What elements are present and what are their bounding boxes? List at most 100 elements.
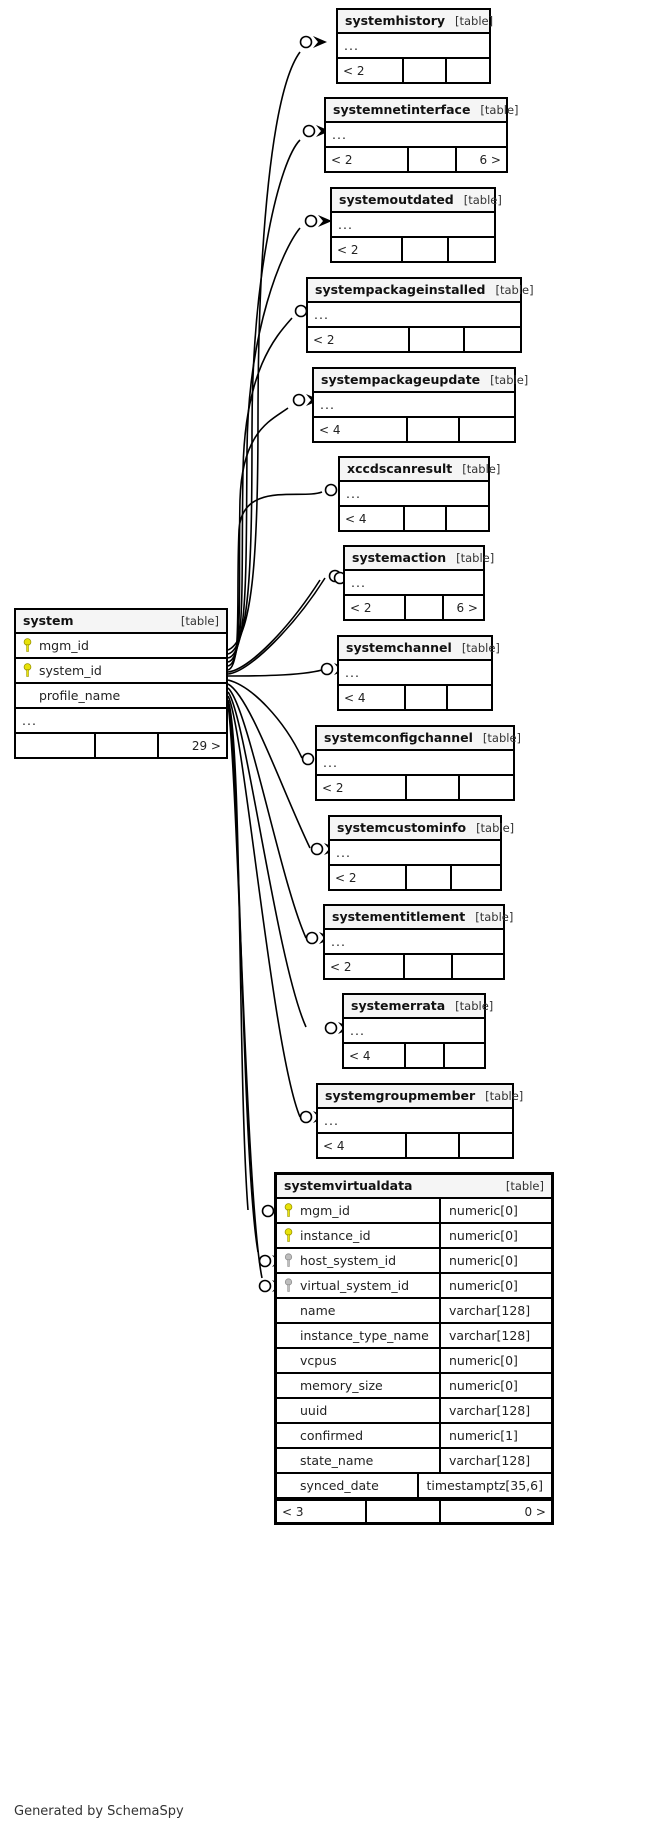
- column-type: numeric[0]: [439, 1249, 551, 1272]
- column-row[interactable]: vcpus numeric[0]: [277, 1349, 551, 1374]
- footer-parents-count: < 4: [318, 1134, 408, 1157]
- column-name: confirmed: [300, 1428, 364, 1443]
- crowsfoot-circle: [320, 662, 334, 676]
- table-systemconfigchannel[interactable]: systemconfigchannel [table] ... < 2: [315, 725, 521, 801]
- table-systemaction[interactable]: systemaction [table] ... < 2 6 >: [343, 545, 494, 621]
- column-name: profile_name: [39, 688, 121, 703]
- table-systemhistory[interactable]: systemhistory [table] ... < 2: [336, 8, 493, 84]
- table-header: systemchannel [table]: [339, 637, 500, 661]
- column-row[interactable]: synced_date timestamptz[35,6]: [277, 1474, 551, 1499]
- column-type: varchar[128]: [439, 1399, 551, 1422]
- table-systemoutdated[interactable]: systemoutdated [table] ... < 2: [330, 187, 502, 263]
- table-systemgroupmember[interactable]: systemgroupmember [table] ... < 4: [316, 1083, 523, 1159]
- column-type: numeric[0]: [439, 1349, 551, 1372]
- table-systemerrata[interactable]: systemerrata [table] ... < 4: [342, 993, 493, 1069]
- table-name: systementitlement: [332, 909, 466, 924]
- column-type: numeric[0]: [439, 1199, 551, 1222]
- table-tag: [table]: [482, 730, 522, 745]
- column-name: name: [300, 1303, 336, 1318]
- table-systemvirtualdata-header: systemvirtualdata [table]: [277, 1175, 551, 1199]
- table-systemchannel[interactable]: systemchannel [table] ... < 4: [337, 635, 500, 711]
- table-name: systempackageupdate: [321, 372, 481, 387]
- crowsfoot-circle: [299, 35, 313, 49]
- column-name: uuid: [300, 1403, 328, 1418]
- table-systemvirtualdata[interactable]: systemvirtualdata [table] mgm_id numeric…: [274, 1172, 554, 1525]
- column-row[interactable]: memory_size numeric[0]: [277, 1374, 551, 1399]
- edge-systemcustominfo: [227, 683, 311, 849]
- column-type: numeric[0]: [439, 1224, 551, 1247]
- primary-key-icon: [284, 1203, 293, 1217]
- table-xccdscanresult[interactable]: xccdscanresult [table] ... < 4: [338, 456, 500, 532]
- table-header: systemoutdated [table]: [332, 189, 502, 213]
- column-row[interactable]: virtual_system_id numeric[0]: [277, 1274, 551, 1299]
- table-footer: < 2: [338, 59, 489, 82]
- more-columns-indicator: ...: [317, 751, 513, 776]
- generated-by-label: Generated by SchemaSpy: [14, 1804, 184, 1819]
- footer-middle: [407, 866, 453, 889]
- table-system[interactable]: system [table] mgm_id system_id: [14, 608, 228, 759]
- column-row[interactable]: instance_type_name varchar[128]: [277, 1324, 551, 1349]
- footer-children-count: [448, 686, 491, 709]
- more-columns-indicator: ...: [339, 661, 491, 686]
- edge-systementitlement: [227, 687, 307, 939]
- table-header: systemhistory [table]: [338, 10, 493, 34]
- footer-parents-count: < 4: [344, 1044, 406, 1067]
- footer-parents-count: < 2: [308, 328, 410, 351]
- edge-systemvirtualdata-a: [227, 699, 249, 1211]
- footer-middle: [405, 955, 454, 978]
- footer-children-count: [460, 776, 513, 799]
- crowsfoot-circle: [328, 569, 342, 583]
- table-systempackageinstalled[interactable]: systempackageinstalled [table] ... < 2: [306, 277, 534, 353]
- footer-middle: [408, 418, 460, 441]
- table-name: systemaction: [352, 550, 447, 565]
- table-name: systempackageinstalled: [315, 282, 486, 297]
- footer-children-count: [453, 955, 503, 978]
- column-row[interactable]: system_id: [16, 659, 226, 684]
- table-tag: [table]: [463, 192, 502, 207]
- column-name: mgm_id: [39, 638, 89, 653]
- table-header: systemnetinterface [table]: [326, 99, 519, 123]
- column-row[interactable]: mgm_id numeric[0]: [277, 1199, 551, 1224]
- table-systemvirtualdata-footer: < 3 0 >: [277, 1499, 551, 1522]
- table-header: systemaction [table]: [345, 547, 494, 571]
- foreign-key-icon: [284, 1253, 293, 1267]
- edge-systemgroupmember: [227, 695, 301, 1118]
- crowsfoot-circle: [324, 483, 338, 497]
- table-systemcustominfo[interactable]: systemcustominfo [table] ... < 2: [328, 815, 514, 891]
- column-row[interactable]: instance_id numeric[0]: [277, 1224, 551, 1249]
- footer-middle: [406, 596, 445, 619]
- column-row[interactable]: uuid varchar[128]: [277, 1399, 551, 1424]
- table-tag: [table]: [495, 282, 534, 297]
- table-footer: < 4: [314, 418, 514, 441]
- column-type: varchar[128]: [439, 1324, 551, 1347]
- footer-parents-count: < 4: [314, 418, 408, 441]
- column-row[interactable]: mgm_id: [16, 634, 226, 659]
- table-tag: [table]: [505, 1178, 544, 1193]
- table-name: systemoutdated: [339, 192, 454, 207]
- table-tag: [table]: [476, 820, 515, 835]
- table-footer: < 4: [339, 686, 491, 709]
- edge-systempackageupdate: [227, 407, 289, 667]
- footer-children-count: [460, 1134, 512, 1157]
- footer-children-count: [447, 507, 488, 530]
- table-tag: [table]: [475, 909, 514, 924]
- table-systementitlement[interactable]: systementitlement [table] ... < 2: [323, 904, 513, 980]
- edge-systemnetinterface: [227, 139, 301, 655]
- more-columns-indicator: ...: [338, 34, 489, 59]
- column-row[interactable]: state_name varchar[128]: [277, 1449, 551, 1474]
- primary-key-icon: [284, 1228, 293, 1242]
- table-name: systemconfigchannel: [324, 730, 473, 745]
- table-systempackageupdate[interactable]: systempackageupdate [table] ... < 4: [312, 367, 528, 443]
- table-footer: < 2: [325, 955, 503, 978]
- footer-children-count: [445, 1044, 484, 1067]
- column-row[interactable]: host_system_id numeric[0]: [277, 1249, 551, 1274]
- crowsfoot-circle: [310, 842, 324, 856]
- foreign-key-icon: [284, 1278, 293, 1292]
- column-row[interactable]: confirmed numeric[1]: [277, 1424, 551, 1449]
- table-footer: < 4: [340, 507, 488, 530]
- column-row[interactable]: profile_name: [16, 684, 226, 709]
- edge-systemhistory: [227, 51, 301, 651]
- table-systemnetinterface[interactable]: systemnetinterface [table] ... < 2 6 >: [324, 97, 519, 173]
- column-row[interactable]: name varchar[128]: [277, 1299, 551, 1324]
